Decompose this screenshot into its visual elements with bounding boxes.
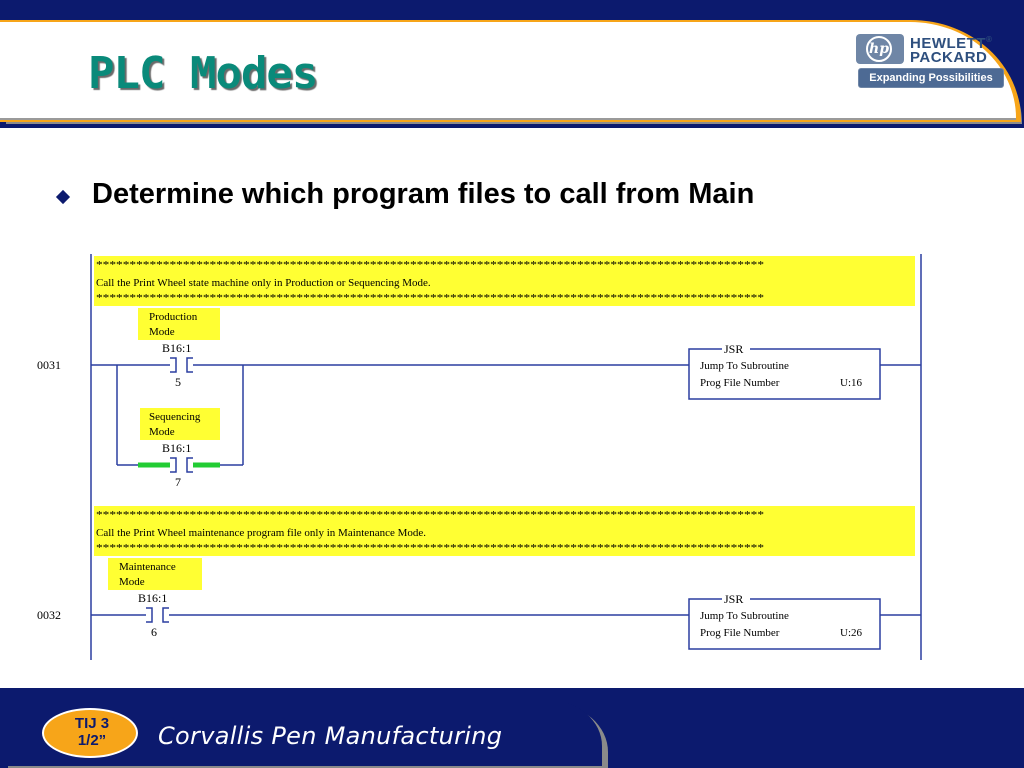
rung1-contact-a-address: B16:1: [162, 341, 191, 355]
rung1-contact-b-desc2: Mode: [149, 426, 175, 438]
rung1-contact-b-address: B16:1: [162, 441, 191, 455]
rung1-contact-a-right-bracket: [186, 357, 193, 373]
rung2-contact-a-left-bracket: [146, 607, 153, 623]
rung2-comment: Call the Print Wheel maintenance program…: [96, 527, 426, 539]
rung2-contact-a-right-bracket: [162, 607, 169, 623]
slide-title: PLC Modes: [88, 48, 318, 99]
footer-badge: TIJ 3 1/2”: [42, 708, 138, 758]
hp-logo-line2: PACKARD: [910, 49, 988, 66]
rung2-jsr-value: U:26: [840, 627, 863, 639]
rung1-contact-a-desc1: Production: [149, 311, 198, 323]
rung1-contact-b-desc-highlight: [140, 408, 220, 440]
footer-badge-line2: 1/2”: [77, 732, 107, 749]
bullet-text: Determine which program files to call fr…: [92, 178, 755, 210]
rung1-contact-b-bit: 7: [175, 475, 181, 489]
hp-logo-mark: hp: [856, 34, 904, 64]
rung2-contact-a-desc-highlight: [108, 558, 202, 590]
rung2-contact-a-desc2: Mode: [119, 576, 145, 588]
rung2-number: 0032: [37, 608, 61, 622]
rung1-contact-a-desc-highlight: [138, 308, 220, 340]
rung1-comment: Call the Print Wheel state machine only …: [96, 277, 431, 289]
rung1-stars-bottom: ****************************************…: [96, 293, 764, 304]
rung2-stars-bottom: ****************************************…: [96, 543, 764, 554]
rung2-jsr-box: [688, 598, 881, 650]
rung1-contact-a-bit: 5: [175, 375, 181, 389]
rung1-jsr-value: U:16: [840, 377, 863, 389]
hp-logo-line1: HEWLETT®: [910, 35, 993, 52]
rung1-contact-b-desc1: Sequencing: [149, 411, 201, 423]
header-panel: [0, 22, 1016, 120]
footer-company: Corvallis Pen Manufacturing: [158, 722, 503, 750]
hp-logo: hp HEWLETT® PACKARD Expanding Possibilit…: [856, 34, 1008, 94]
rung1-number: 0031: [37, 358, 61, 372]
rung1-jsr-line1: Jump To Subroutine: [700, 360, 789, 372]
rung2-jsr-line1: Jump To Subroutine: [700, 610, 789, 622]
rung2-contact-a-address: B16:1: [138, 591, 167, 605]
rung2-stars-top: ****************************************…: [96, 510, 764, 521]
rung1-contact-b-right-bracket: [186, 457, 193, 473]
rung1-contact-a-desc2: Mode: [149, 326, 175, 338]
rung1-jsr-label: Prog File Number: [700, 377, 780, 389]
rung2-contact-a-bit: 6: [151, 625, 157, 639]
footer-badge-line1: TIJ 3: [74, 715, 110, 732]
rung1-jsr-header: JSR: [724, 342, 743, 356]
rung2-comment-highlight: [94, 506, 915, 556]
rung1-contact-b-left-bracket: [170, 457, 177, 473]
hp-logo-symbol: hp: [866, 36, 892, 62]
rung1-contact-a-left-bracket: [170, 357, 177, 373]
rung2-contact-a-desc1: Maintenance: [119, 561, 176, 573]
rung1-jsr-header-bg: [722, 343, 750, 355]
registered-mark: ®: [986, 35, 993, 44]
rung1-jsr-box: [688, 348, 881, 400]
hp-logo-tagline: Expanding Possibilities: [858, 68, 1004, 88]
rung2-jsr-header: JSR: [724, 592, 743, 606]
rung2-jsr-label: Prog File Number: [700, 627, 780, 639]
rung1-stars-top: ****************************************…: [96, 260, 764, 271]
rung2-jsr-header-bg: [722, 593, 750, 605]
rung1-comment-highlight: [94, 256, 915, 306]
